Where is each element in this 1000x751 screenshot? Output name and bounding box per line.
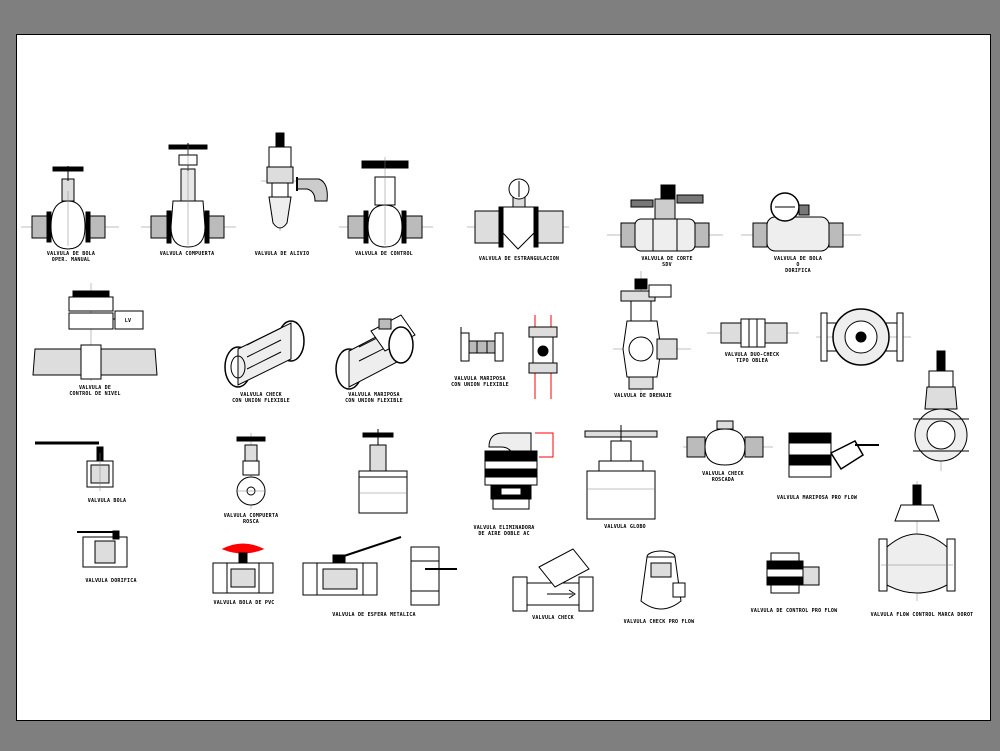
valve-flanged-round-icon [816,308,911,366]
valve-globe-forged-icon [358,429,408,514]
label-dorifica: VALVULA DORIFICA [85,578,137,584]
valve-gate-threaded-icon [236,433,266,509]
valve-control-icon [339,157,433,248]
label-control: VALVULA DE CONTROL [355,251,413,257]
valve-butterfly-pro-flow-icon [788,432,879,478]
valve-level-control-icon [32,283,158,381]
label-globo: VALVULA GLOBO [604,524,646,530]
lv-box-label: LV [124,318,132,324]
valve-metallic-sphere-icon [302,536,457,606]
valve-gate-icon [141,143,236,248]
valve-shutdown-sdv-icon [607,184,723,252]
label-esfera-metalica: VALVULA DE ESFERA METALICA [332,612,416,618]
valve-check-flexible-icon [224,320,305,388]
label-control-pro-flow: VALVULA DE CONTROL PRO FLOW [750,608,838,614]
label-estrangulacion: VALVULA DE ESTRANGULACION [478,256,560,262]
valve-ball-orifice-icon [741,192,861,252]
label-bola-pvc: VALVULA BOLA DE PVC [213,600,275,606]
valve-drain-icon [613,271,691,393]
valve-butterfly-flexible-icon [335,314,416,390]
valve-flow-control-dorot-icon [878,481,956,601]
valve-control-pro-flow-icon [766,552,820,594]
valve-control-right-icon [913,350,969,471]
valve-throttling-icon [467,178,569,250]
valve-ball-icon [35,441,114,491]
valve-air-release-icon [484,432,554,510]
valve-butterfly-flex-b-icon [460,315,558,399]
label-mariposa-pro-flow: VALVULA MARIPOSA PRO FLOW [776,495,858,501]
valve-check-threaded-icon [683,420,773,466]
valve-pvc-ball-icon [212,543,274,594]
valve-globe-manual-icon [21,166,119,250]
label-drenaje: VALVULA DE DRENAJE [614,393,672,399]
valve-check-icon [512,548,594,612]
label-check: VALVULA CHECK [532,615,574,621]
valve-orifice-icon [77,530,128,568]
valve-check-pro-flow-icon [640,550,686,610]
valve-duo-check-icon [707,318,799,348]
label-check-pro-flow: VALVULA CHECK PRO FLOW [623,619,695,625]
label-compuerta: VALVULA COMPUERTA [159,251,215,257]
valve-symbols-drawing [21,132,969,612]
valve-globe-large-icon [584,425,658,520]
label-alivio: VALVULA DE ALIVIO [254,251,310,257]
label-flow-control: VALVULA FLOW CONTROL MARCA DOROT [870,612,974,618]
label-bola: VALVULA BOLA [87,498,127,504]
valve-relief-icon [261,132,328,231]
